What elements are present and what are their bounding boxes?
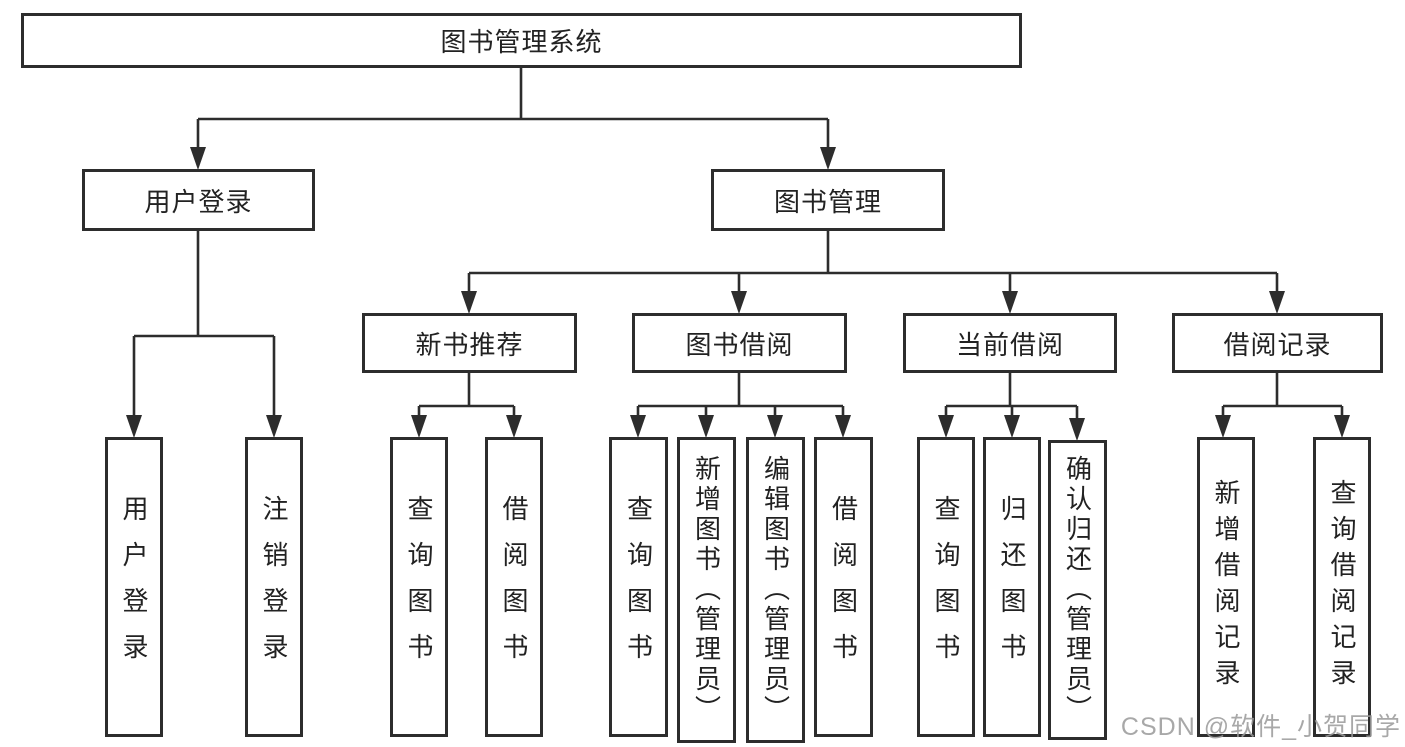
csdn-watermark: CSDN @软件_小贺同学 [1120, 713, 1401, 741]
leaf-query-books-1-label: 查询图书 [404, 495, 434, 679]
leaf-borrow-books-2-label: 借阅图书 [828, 495, 859, 679]
leaf-add-books-admin-label: 新增图书（管理员） [691, 455, 722, 725]
node-user-login-label: 用户登录 [144, 186, 253, 217]
leaf-add-borrow-record: 新增借阅记录 [1197, 437, 1255, 737]
leaf-borrow-books-2: 借阅图书 [814, 437, 873, 737]
node-library-management-system-label: 图书管理系统 [440, 27, 603, 57]
node-book-management: 图书管理 [711, 169, 945, 231]
node-library-management-system: 图书管理系统 [21, 13, 1022, 68]
node-book-borrowing-label: 图书借阅 [685, 329, 794, 360]
leaf-query-books-1: 查询图书 [390, 437, 448, 737]
leaf-query-books-3: 查询图书 [917, 437, 975, 737]
leaf-user-login: 用户登录 [105, 437, 163, 737]
leaf-query-books-2: 查询图书 [609, 437, 668, 737]
node-new-book-recommend-label: 新书推荐 [415, 329, 524, 360]
leaf-return-books-label: 归还图书 [997, 495, 1027, 679]
leaf-edit-books-admin: 编辑图书（管理员） [746, 437, 805, 743]
node-borrowing-records: 借阅记录 [1172, 313, 1383, 373]
leaf-logout: 注销登录 [245, 437, 303, 737]
leaf-confirm-return-admin: 确认归还（管理员） [1048, 440, 1107, 740]
leaf-query-books-3-label: 查询图书 [931, 495, 961, 679]
leaf-borrow-books-1-label: 借阅图书 [499, 495, 529, 679]
leaf-add-borrow-record-label: 新增借阅记录 [1211, 479, 1241, 695]
leaf-user-login-label: 用户登录 [119, 495, 149, 679]
leaf-query-borrow-record: 查询借阅记录 [1313, 437, 1371, 737]
node-borrowing-records-label: 借阅记录 [1223, 329, 1332, 360]
leaf-edit-books-admin-label: 编辑图书（管理员） [760, 455, 791, 725]
node-book-borrowing: 图书借阅 [632, 313, 847, 373]
leaf-confirm-return-admin-label: 确认归还（管理员） [1062, 455, 1093, 725]
node-current-borrowing: 当前借阅 [903, 313, 1117, 373]
leaf-borrow-books-1: 借阅图书 [485, 437, 543, 737]
node-user-login: 用户登录 [82, 169, 315, 231]
node-book-management-label: 图书管理 [773, 186, 882, 217]
leaf-return-books: 归还图书 [983, 437, 1041, 737]
leaf-add-books-admin: 新增图书（管理员） [677, 437, 736, 743]
node-current-borrowing-label: 当前借阅 [955, 329, 1064, 360]
leaf-logout-label: 注销登录 [259, 495, 289, 679]
node-new-book-recommend: 新书推荐 [362, 313, 577, 373]
leaf-query-borrow-record-label: 查询借阅记录 [1327, 479, 1357, 695]
leaf-query-books-2-label: 查询图书 [623, 495, 654, 679]
